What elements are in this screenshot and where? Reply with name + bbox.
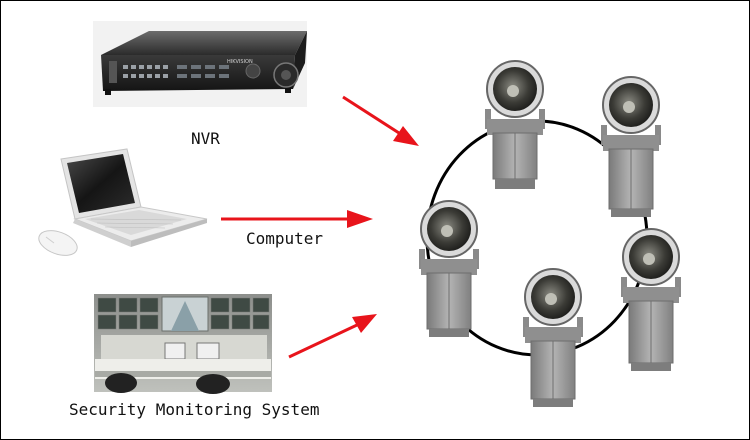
arrow-nvr — [342, 95, 419, 146]
security-monitoring-label: Security Monitoring System — [69, 400, 320, 419]
computer-label: Computer — [246, 229, 324, 248]
ptz-searchlight-camera-icon — [523, 268, 583, 407]
ptz-searchlight-camera-icon — [621, 228, 681, 371]
laptop-icon — [60, 148, 208, 247]
arrow-security — [288, 314, 377, 359]
nvr-device-icon: HIKVISION — [101, 31, 307, 95]
nvr-label: NVR — [191, 129, 220, 148]
ptz-searchlight-camera-icon — [419, 200, 479, 337]
brand-logo: HIKVISION — [227, 59, 253, 65]
mouse-icon — [38, 230, 78, 256]
ptz-searchlight-camera-icon — [485, 60, 545, 189]
ptz-searchlight-camera-icon — [601, 76, 661, 217]
arrow-computer — [221, 210, 373, 228]
control-room-icon — [94, 294, 272, 394]
